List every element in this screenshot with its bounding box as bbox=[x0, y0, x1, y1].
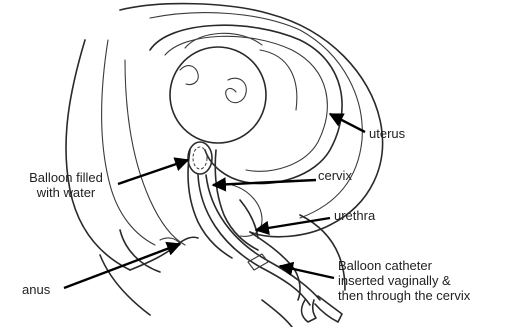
fetal-head-outline bbox=[170, 47, 266, 143]
perineum-outline bbox=[130, 237, 198, 270]
label-balloon-line-1: Balloon filled bbox=[10, 170, 122, 185]
label-balloon-line-2: with water bbox=[10, 185, 122, 200]
fetal-ear-outline bbox=[226, 78, 247, 102]
label-balloon-filled-with-water: Balloon filled with water bbox=[10, 170, 122, 200]
label-catheter-line-1: Balloon catheter bbox=[338, 258, 470, 273]
uterus-wall-outline bbox=[150, 25, 342, 183]
label-balloon-catheter: Balloon catheter inserted vaginally & th… bbox=[338, 258, 470, 303]
label-catheter-line-3: then through the cervix bbox=[338, 288, 470, 303]
balloon-pointer-arrow bbox=[118, 160, 188, 184]
back-outline bbox=[66, 40, 130, 270]
fetal-face-outline bbox=[180, 66, 198, 85]
catheter-tube-left bbox=[198, 175, 310, 305]
label-catheter-line-2: inserted vaginally & bbox=[338, 273, 470, 288]
spine-inner-outline bbox=[102, 40, 156, 245]
label-cervix: cervix bbox=[318, 168, 352, 183]
label-anus: anus bbox=[22, 282, 50, 297]
uterus-pointer-arrow bbox=[330, 114, 365, 132]
urethra-line bbox=[240, 200, 258, 238]
anus-pointer-arrow bbox=[64, 244, 180, 288]
sacrum-outline bbox=[125, 60, 185, 245]
label-uterus: uterus bbox=[369, 126, 405, 141]
label-urethra: urethra bbox=[334, 208, 375, 223]
